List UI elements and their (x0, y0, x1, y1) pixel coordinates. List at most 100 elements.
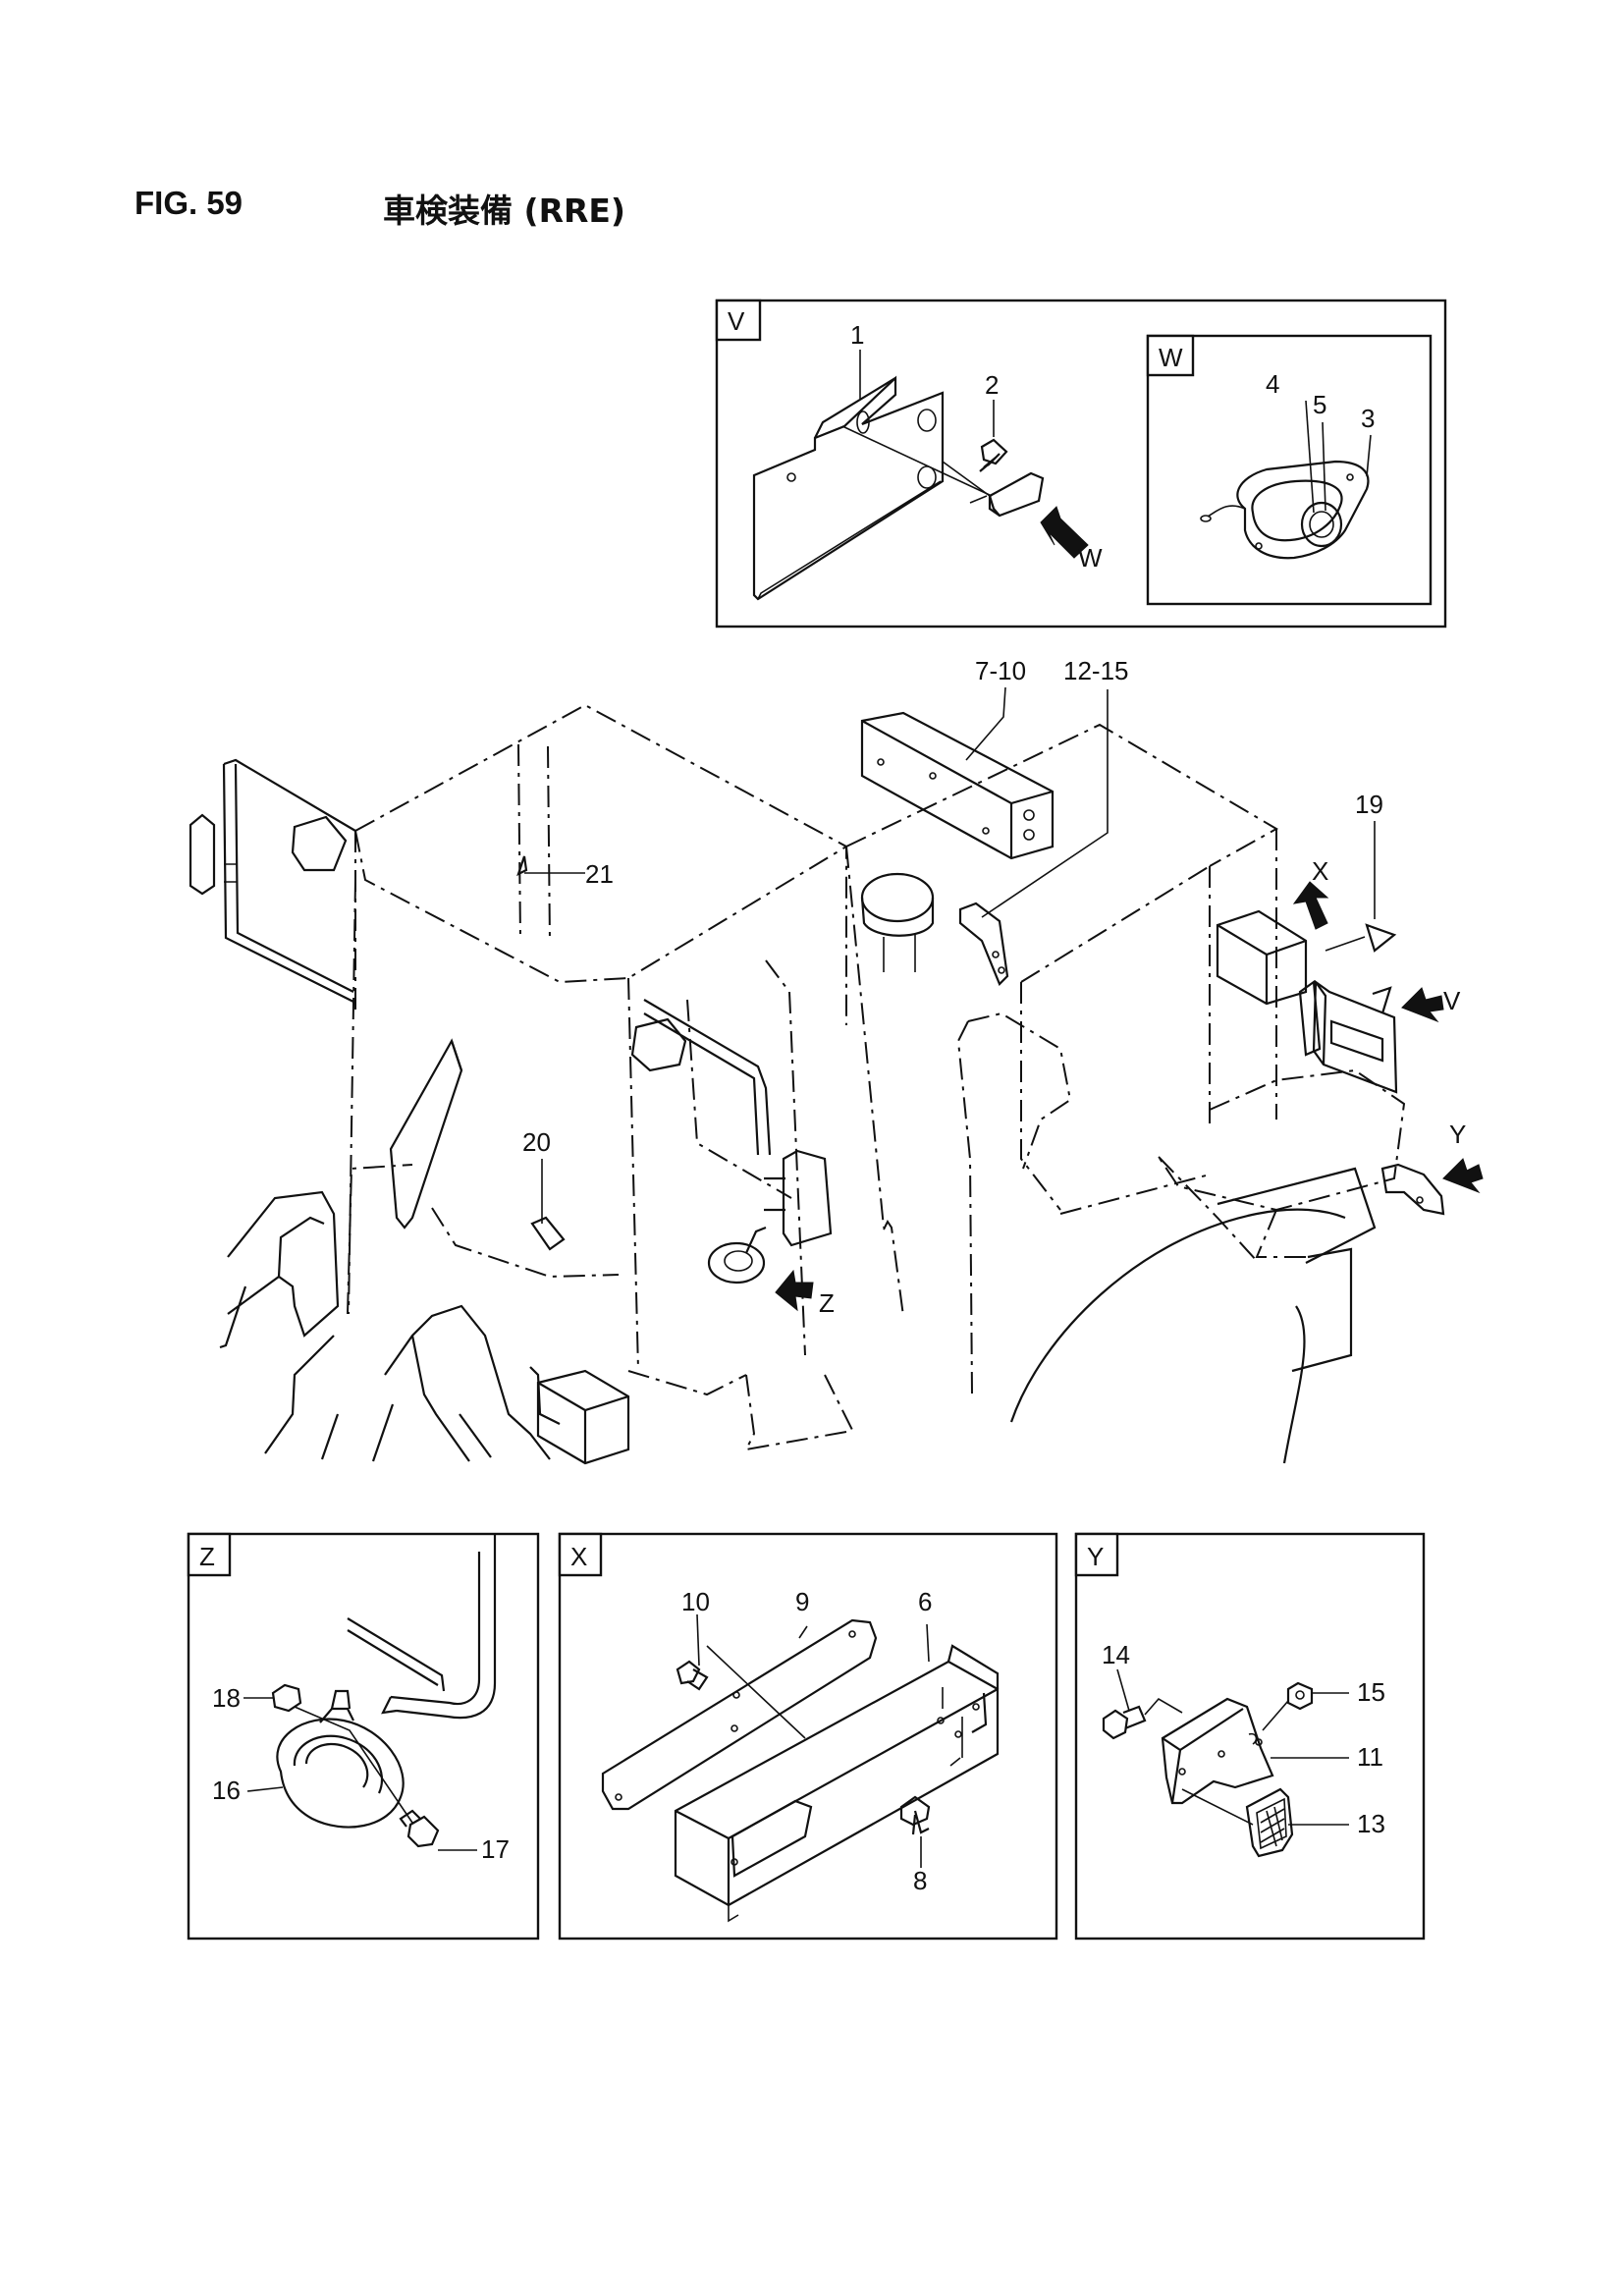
detail-view-y: Y 14 15 11 (1074, 1532, 1426, 1941)
detail-w-tag (1146, 334, 1195, 377)
bolt-10 (676, 1660, 709, 1691)
label-20 (530, 1216, 566, 1251)
bolt-14-axis (1144, 1697, 1183, 1716)
plate-axis (706, 1645, 806, 1739)
horn-bolt-axis (294, 1706, 413, 1824)
loader-arms (219, 1038, 561, 1462)
leader-10 (696, 1613, 700, 1667)
arrow-z-icon (775, 1269, 814, 1312)
y-bracket (1380, 1163, 1445, 1216)
arrow-y-icon (1442, 1158, 1484, 1194)
right-mirror (630, 999, 833, 1247)
reflector-13 (1245, 1787, 1294, 1858)
horn-bolt-17 (399, 1809, 440, 1848)
leader-5 (1322, 421, 1326, 512)
callout-19: 19 (1355, 790, 1383, 819)
detail-w-frame (1146, 334, 1433, 606)
machine-overview: X V Y Z 7-10 12-15 19 21 20 (189, 656, 1484, 1465)
callout-5: 5 (1313, 390, 1326, 419)
lamp-bracket-11 (1161, 1697, 1274, 1805)
horn-body (276, 1689, 405, 1829)
plate-bolt (979, 438, 1008, 472)
figure-number: FIG. 59 (135, 185, 243, 221)
callout-13: 13 (1357, 1809, 1385, 1838)
callout-10: 10 (681, 1587, 710, 1616)
detail-z-tag (187, 1532, 232, 1577)
detail-y-letter: Y (1087, 1542, 1104, 1571)
arrow-w-icon (1040, 506, 1089, 559)
callout-2: 2 (985, 370, 999, 400)
callout-21: 21 (585, 859, 614, 889)
plate-bracket-v (1298, 979, 1398, 1094)
callout-18: 18 (212, 1683, 241, 1713)
side-bracket (958, 902, 1009, 986)
detail-z-letter: Z (199, 1542, 215, 1571)
horn-mount (707, 1226, 767, 1285)
callout-8: 8 (913, 1866, 927, 1895)
bolt-14 (1102, 1705, 1147, 1740)
left-mirror (189, 758, 356, 1003)
license-plate-bracket (752, 375, 945, 601)
figure-title: 車検装備 (RRE) (383, 191, 626, 230)
callout-6: 6 (918, 1587, 932, 1616)
marker-lamp-detail (1200, 460, 1370, 560)
arrow-z-label: Z (819, 1288, 835, 1318)
rear-wheel-fender (1009, 1167, 1377, 1464)
callout-15: 15 (1357, 1677, 1385, 1707)
reflector-axis (1181, 1788, 1254, 1826)
callout-1: 1 (850, 320, 864, 350)
detail-v-tag (715, 299, 762, 342)
marker-lamp (942, 461, 1045, 518)
plate-bracket-box (860, 711, 1055, 860)
callout-20: 20 (522, 1127, 551, 1157)
detail-w-letter: W (1159, 343, 1183, 372)
callout-17: 17 (481, 1834, 510, 1864)
detail-z-frame (187, 1532, 540, 1941)
callout-16: 16 (212, 1776, 241, 1805)
arrow-w-label: W (1078, 543, 1103, 573)
leader-14 (1116, 1668, 1130, 1712)
detail-x-frame (558, 1532, 1058, 1941)
leader-3 (1366, 434, 1372, 477)
leader-19-arrow (1325, 936, 1366, 952)
callout-4: 4 (1266, 369, 1279, 399)
detail-view-x: X (558, 1532, 1058, 1941)
callout-3: 3 (1361, 404, 1375, 433)
callout-12-15: 12-15 (1063, 656, 1129, 685)
arrow-v-icon (1401, 987, 1444, 1023)
front-lamp (536, 1369, 630, 1465)
detail-x-tag (558, 1532, 603, 1577)
triangle-marker-icon (1365, 923, 1397, 953)
detail-y-frame (1074, 1532, 1426, 1941)
callout-11: 11 (1357, 1742, 1383, 1772)
detail-y-tag (1074, 1532, 1119, 1577)
tank-cap (860, 872, 935, 972)
detail-view-z: Z 18 16 17 (187, 1532, 540, 1941)
horn-nut-18 (271, 1683, 302, 1713)
label-21 (516, 855, 528, 877)
callout-7-10: 7-10 (975, 656, 1026, 685)
lamp-wire (841, 425, 993, 497)
arrow-v-label: V (1443, 986, 1461, 1015)
rear-lamp-box (1216, 909, 1308, 1006)
leader-9 (798, 1625, 808, 1639)
leader-6 (926, 1623, 930, 1663)
nut-15-axis (1262, 1700, 1289, 1731)
arrow-x-label: X (1312, 856, 1328, 886)
box-6 (674, 1644, 1000, 1923)
detail-x-letter: X (570, 1542, 587, 1571)
arrow-y-label: Y (1449, 1120, 1466, 1149)
detail-v-letter: V (728, 306, 745, 336)
leader-16 (246, 1786, 284, 1792)
leader-7-10 (965, 686, 1006, 761)
callout-14: 14 (1102, 1640, 1130, 1669)
callout-9: 9 (795, 1587, 809, 1616)
detail-view-w: W (1146, 334, 1433, 606)
arrow-x-icon (1292, 881, 1329, 930)
horn-bracket-pipe (347, 1534, 497, 1720)
leader-4 (1305, 400, 1315, 514)
bolt-8 (899, 1795, 931, 1835)
detail-view-v: V W W (715, 299, 1447, 629)
nut-15 (1286, 1681, 1314, 1711)
